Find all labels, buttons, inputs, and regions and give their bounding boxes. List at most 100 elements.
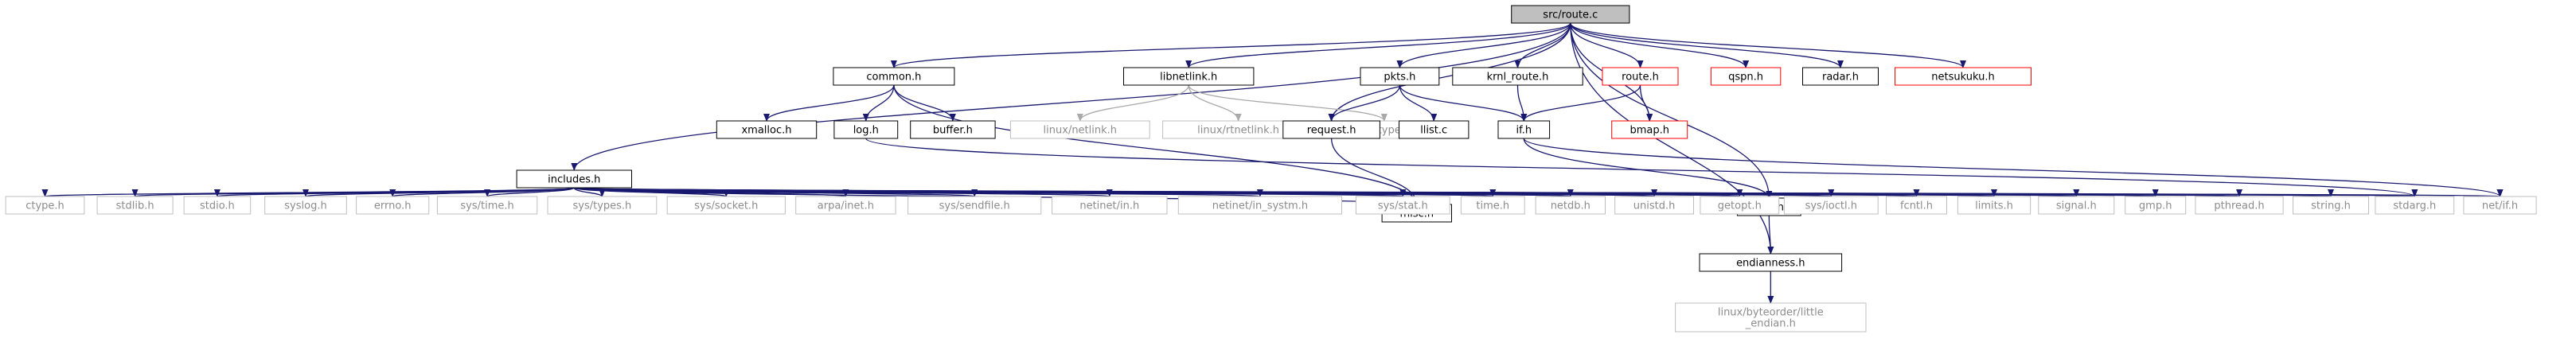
node-box [1355,196,1450,215]
node-box [356,196,430,215]
node-route-c[interactable]: src/route.c [1511,5,1630,24]
node-box [1177,196,1343,215]
edge-inet_h-to-endianness_h [1767,215,1774,255]
node-box [1602,67,1679,86]
node-time-h: time.h [1460,196,1525,215]
edge-route_h-to-if_h [1520,84,1641,122]
node-label: log.h [853,125,879,137]
edge-if_h-to-net_if_h [1523,138,2504,197]
node-getopt-h: getopt.h [1700,196,1780,215]
node-includes-h[interactable]: includes.h [516,169,632,189]
node-box [2375,196,2455,215]
node-stdio-h: stdio.h [183,196,252,215]
node-libnetlink-h[interactable]: libnetlink.h [1123,67,1255,86]
node-box [1009,120,1150,139]
edge-common_h-to-buffer_h [893,84,956,122]
node-box [795,196,896,215]
node-little-endian-h: linux/byteorder/little_endian.h [1675,302,1867,333]
node-label: stdio.h [200,200,235,212]
node-box [1802,67,1879,86]
edge-route_c-to-krnl_route_h [1514,22,1571,68]
node-arpa-inet-h: arpa/inet.h [795,196,896,215]
node-box [547,196,658,215]
node-bmap-h[interactable]: bmap.h [1611,120,1688,139]
edge-if_h-to-inet_h [1523,138,1773,199]
node-netsukuku-h[interactable]: netsukuku.h [1895,67,2032,86]
edge-route_c-to-radar_h [1570,22,1844,68]
node-label: netdb.h [1551,200,1590,212]
node-box [2125,196,2187,215]
node-box [1783,196,1879,215]
node-radar-h[interactable]: radar.h [1802,67,1879,86]
edge-libnetlink_h-to-linux_netlink_h [1076,84,1189,122]
node-if-h[interactable]: if.h [1497,120,1551,139]
node-route-h[interactable]: route.h [1602,67,1679,86]
node-box [1611,120,1688,139]
node-label: limits.h [1975,200,2013,212]
node-sys-socket-h: sys/socket.h [666,196,786,215]
node-box [96,196,174,215]
node-label: endianness.h [1736,258,1805,270]
node-box [1282,120,1380,139]
node-label: includes.h [548,174,600,186]
edge-route_c-to-includes_h [571,22,1571,171]
edge-pkts_h-to-request_h [1328,84,1401,122]
node-label: stdlib.h [116,200,154,212]
node-request-h[interactable]: request.h [1282,120,1380,139]
node-box [183,196,252,215]
node-label: xmalloc.h [741,125,791,137]
edge-route_c-to-request_h [1328,22,1571,122]
node-box [907,196,1042,215]
node-pkts-h[interactable]: pkts.h [1360,67,1440,86]
node-xmalloc-h[interactable]: xmalloc.h [716,120,818,139]
node-label: libnetlink.h [1160,72,1217,84]
edge-includes_h-to-errno_h [389,187,575,197]
node-label: pkts.h [1384,72,1415,84]
node-box [2195,196,2284,215]
node-label: net/if.h [2482,200,2518,212]
node-label: ctype.h [25,200,64,212]
edge-libnetlink_h-to-linux_rtnetlink_h [1188,84,1242,122]
node-label: sys/socket.h [694,200,758,212]
edge-route_c-to-common_h [891,22,1571,68]
node-log-h[interactable]: log.h [833,120,899,139]
node-endianness-h[interactable]: endianness.h [1699,253,1843,272]
node-box [5,196,85,215]
node-limits-h: limits.h [1957,196,2032,215]
node-box [1360,67,1440,86]
node-fcntl-h: fcntl.h [1886,196,1947,215]
node-label: getopt.h [1718,200,1762,212]
node-ctype-h: ctype.h [5,196,85,215]
node-label: sys/stat.h [1378,200,1428,212]
edge-libnetlink_h-to-asm_types_h [1188,84,1388,122]
node-label: sys/sendfile.h [939,200,1010,212]
node-box [1460,196,1525,215]
node-label: sys/time.h [460,200,513,212]
node-label: netinet/in.h [1079,200,1139,212]
node-label: signal.h [2056,200,2097,212]
node-unistd-h: unistd.h [1614,196,1694,215]
node-buffer-h[interactable]: buffer.h [910,120,996,139]
node-box [666,196,786,215]
node-box [1511,5,1630,24]
node-llist-c[interactable]: llist.c [1399,120,1469,139]
node-label: krnl_route.h [1487,72,1549,84]
node-label: common.h [866,72,921,84]
node-sys-stat-h: sys/stat.h [1355,196,1450,215]
node-label: pthread.h [2214,200,2264,212]
node-label: fcntl.h [1900,200,1933,212]
node-box [1895,67,2032,86]
node-string-h: string.h [2293,196,2369,215]
node-common-h[interactable]: common.h [833,67,955,86]
edge-includes_h-to-sys_time_h [484,187,575,197]
node-linux-rtnetlink-h: linux/rtnetlink.h [1162,120,1315,139]
node-box [2038,196,2115,215]
node-label: buffer.h [933,125,973,137]
node-qspn-h[interactable]: qspn.h [1710,67,1782,86]
node-signal-h: signal.h [2038,196,2115,215]
node-sys-types-h: sys/types.h [547,196,658,215]
node-box [1710,67,1782,86]
node-label: bmap.h [1630,125,1669,137]
node-sys-time-h: sys/time.h [436,196,538,215]
node-krnl-route-h[interactable]: krnl_route.h [1452,67,1583,86]
